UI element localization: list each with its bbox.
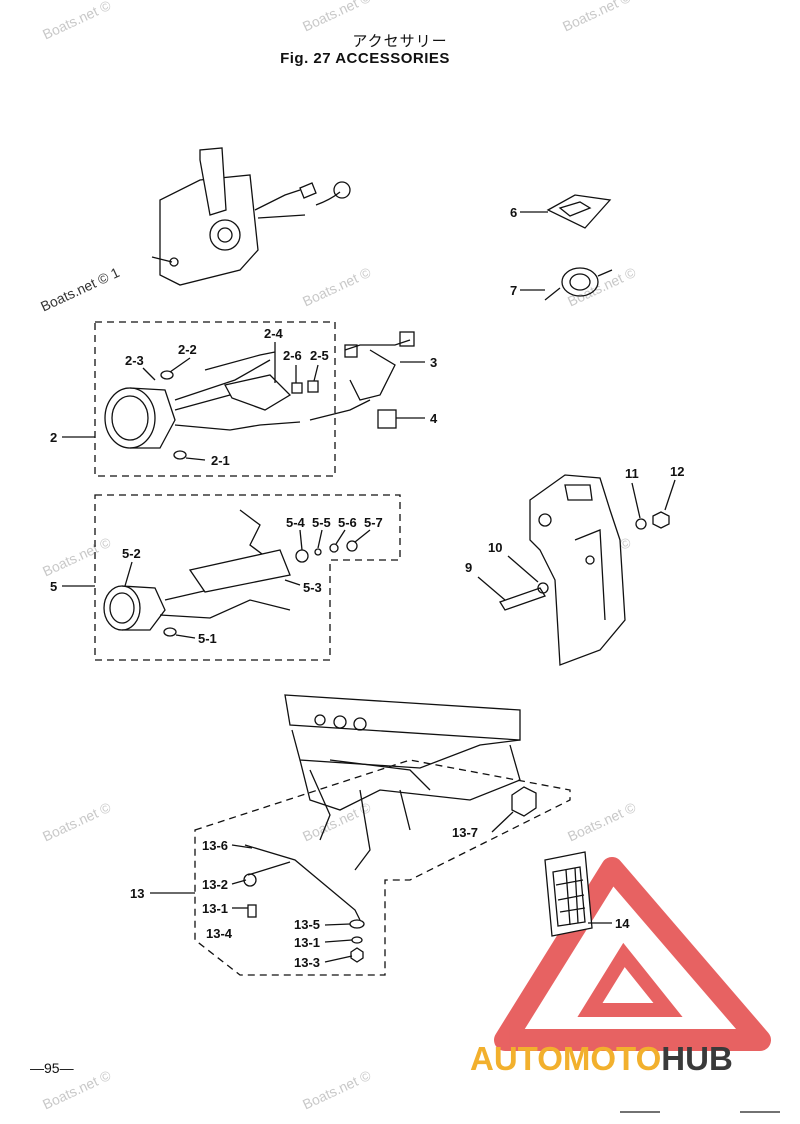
callout-2-3: 2-3 [125, 353, 144, 368]
callout-13-1: 13-1 [202, 901, 228, 916]
callout-2-5: 2-5 [310, 348, 329, 363]
protector-pad [546, 194, 612, 229]
trim-meter [103, 509, 291, 631]
callout-5-4: 5-4 [286, 515, 306, 530]
callout-13-5: 13-5 [294, 917, 320, 932]
bracket-5-3 [188, 549, 291, 593]
outboard-lower-assembly [284, 694, 521, 871]
callout-2-2: 2-2 [178, 342, 197, 357]
remote-control-box [159, 147, 351, 286]
callout-3: 3 [430, 355, 437, 370]
callout-13-6: 13-6 [202, 838, 228, 853]
callout-2-4: 2-4 [264, 326, 284, 341]
callout-13-3: 13-3 [294, 955, 320, 970]
callout-5: 5 [50, 579, 57, 594]
steering-link-rod [244, 844, 361, 921]
callout-4: 4 [430, 411, 438, 426]
callout-7: 7 [510, 283, 517, 298]
callout-13-1b: 13-1 [294, 935, 320, 950]
callout-13-2: 13-2 [202, 877, 228, 892]
nut-13-7 [511, 786, 537, 817]
callout-5-7: 5-7 [364, 515, 383, 530]
clamp-bracket [529, 474, 626, 666]
group-13-boundary [194, 759, 571, 976]
callout-9: 9 [465, 560, 472, 575]
callout-13-4: 13-4 [206, 926, 233, 941]
logo-text-primary: AUTOMOTO [470, 1040, 662, 1077]
automotohub-logo: AUTOMOTOHUB [470, 1040, 733, 1078]
connector-4 [377, 409, 397, 429]
callout-14: 14 [615, 916, 630, 931]
callout-2-6: 2-6 [283, 348, 302, 363]
nut-12 [652, 511, 670, 529]
callout-2-1: 2-1 [211, 453, 230, 468]
wire-harness [309, 331, 415, 421]
callout-5-5: 5-5 [312, 515, 331, 530]
callout-12: 12 [670, 464, 684, 479]
spring [544, 267, 613, 301]
page-number: —95— [30, 1060, 74, 1076]
bulb-2-1 [173, 450, 187, 460]
callout-5-6: 5-6 [338, 515, 357, 530]
bulb-5-1 [163, 627, 177, 637]
bracket-2-4 [224, 374, 292, 411]
logo-triangle [494, 857, 771, 1051]
callout-5-3: 5-3 [303, 580, 322, 595]
callout-13: 13 [130, 886, 144, 901]
callout-10: 10 [488, 540, 502, 555]
logo-text-secondary: HUB [661, 1040, 733, 1077]
callout-5-2: 5-2 [122, 546, 141, 561]
group-2-boundary [94, 321, 336, 477]
nut-2-6 [291, 382, 303, 394]
washer-11 [635, 518, 647, 530]
leader-line [151, 256, 173, 263]
figure-title: Fig. 27 ACCESSORIES [280, 50, 450, 67]
callout-6: 6 [510, 205, 517, 220]
caution-decal [544, 851, 593, 937]
group-5-boundary [94, 494, 401, 661]
washer-10 [537, 582, 549, 594]
callout-13-7: 13-7 [452, 825, 478, 840]
callout-2: 2 [50, 430, 57, 445]
tachometer-gauge [104, 351, 301, 449]
figure-title-japanese: アクセサリー [352, 33, 448, 50]
bolt-9 [499, 587, 546, 611]
callout-5-1: 5-1 [198, 631, 217, 646]
callout-11: 11 [625, 466, 639, 481]
nut-2-5 [307, 380, 319, 393]
bolt-13-4 [247, 904, 257, 918]
bulb-2-2 [160, 370, 174, 380]
